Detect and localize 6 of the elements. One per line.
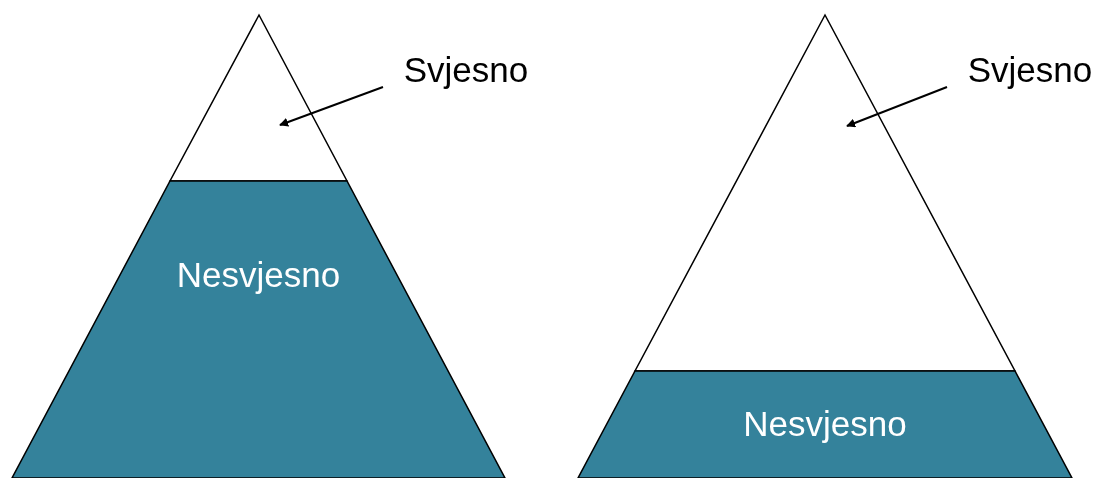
leader-arrow [279,86,384,127]
region-label: Nesvjesno [743,404,907,445]
callout-label: Svjesno [403,50,529,91]
callout-label: Svjesno [967,50,1093,91]
leader-arrow [846,86,948,128]
region-label: Nesvjesno [176,255,341,296]
